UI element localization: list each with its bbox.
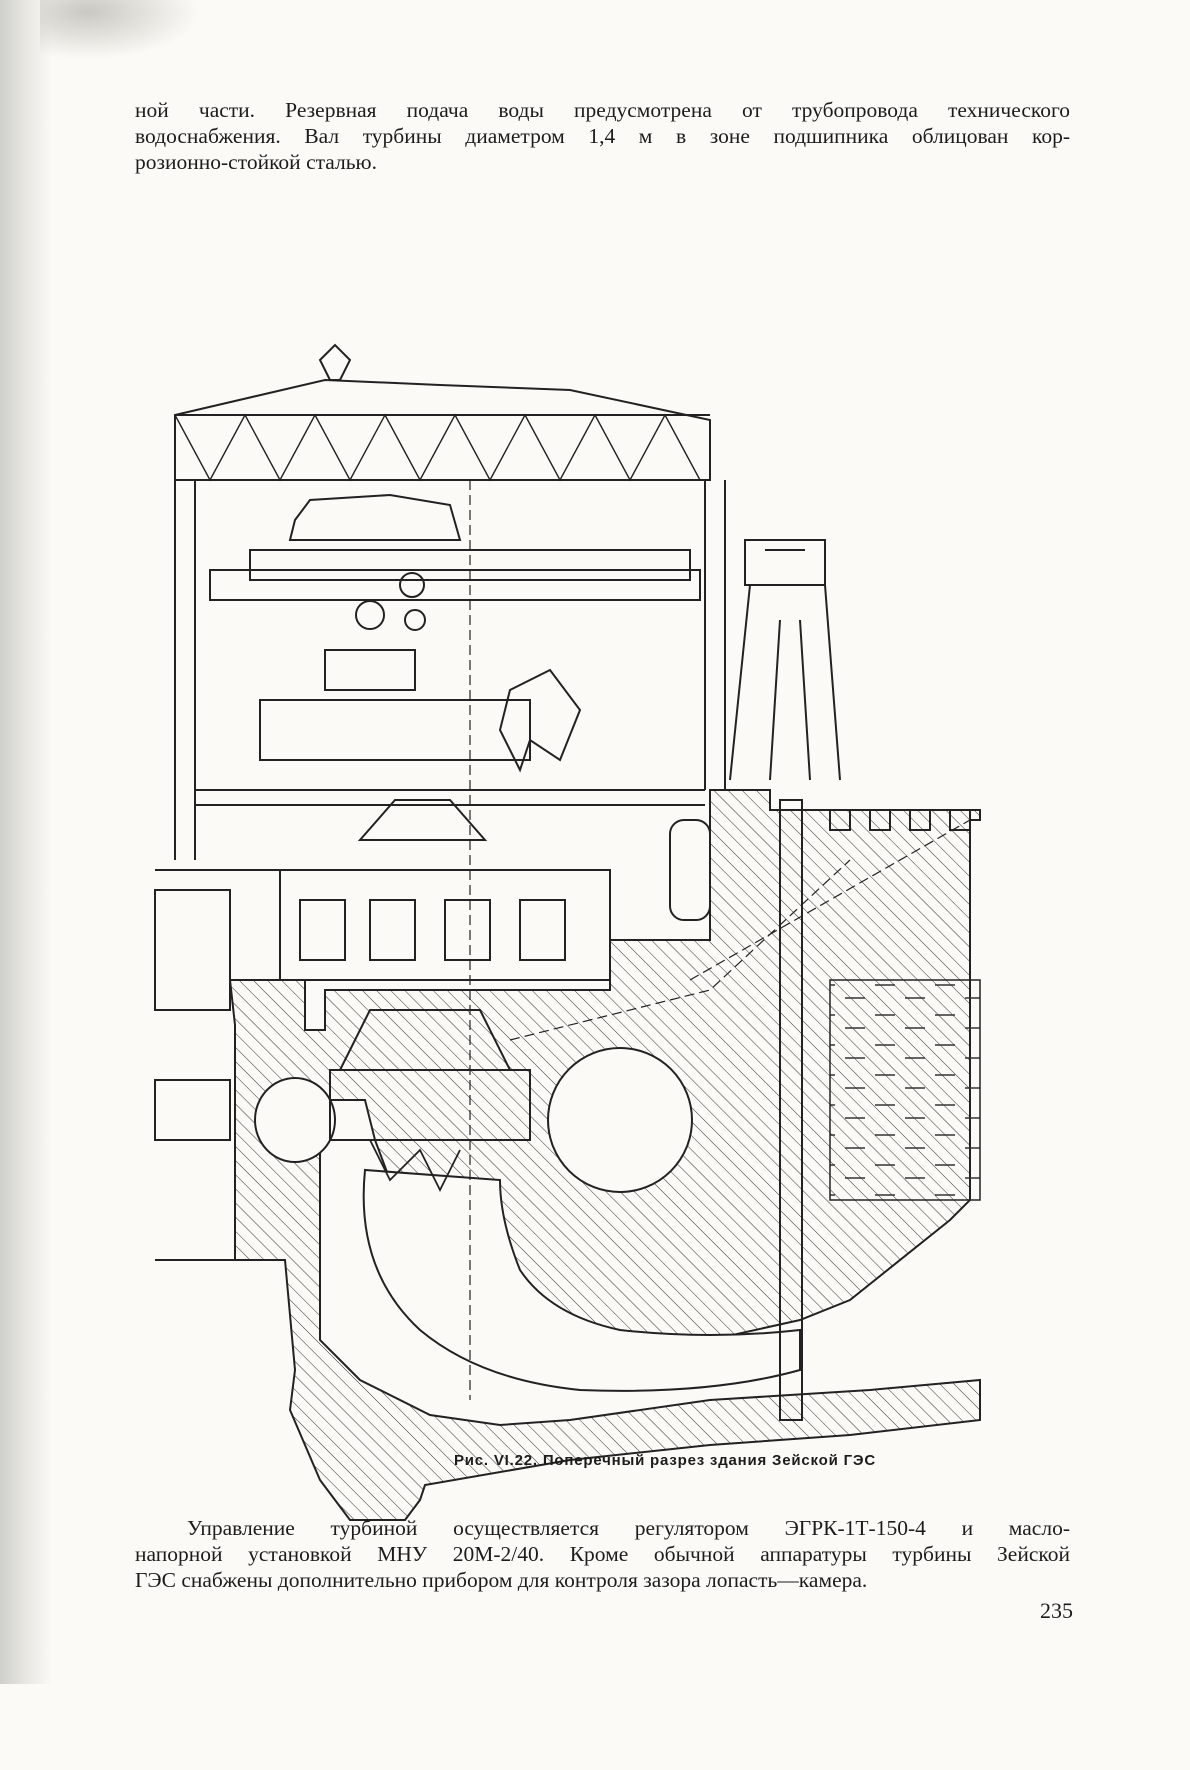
penstock-lines xyxy=(469,480,971,1400)
figure-caption-text: Рис. VI.22. Поперечный разрез здания Зей… xyxy=(453,1452,877,1469)
left-annex xyxy=(154,869,325,1141)
generator-and-runner xyxy=(279,668,611,1193)
bottom-paragraph: Управление турбиной осуществляется регул… xyxy=(135,1515,1070,1593)
scan-shadow-edge xyxy=(0,0,52,1684)
bottom-paragraph-line: напорной установкой МНУ 20М-2/40. Кроме … xyxy=(135,1542,1070,1566)
top-paragraph-line: ной части. Резервная подача воды предусм… xyxy=(135,98,1070,122)
cross-section-drawing xyxy=(154,343,981,1521)
bottom-paragraph-line: Управление турбиной осуществляется регул… xyxy=(187,1516,1070,1540)
spiral-casing xyxy=(254,1047,693,1193)
building-frame xyxy=(174,343,726,860)
page-number: 235 xyxy=(1040,1598,1073,1623)
draft-tube xyxy=(362,1168,801,1392)
intake-gate-structure xyxy=(669,539,971,1421)
figure-caption: Рис. VI.22. Поперечный разрез здания Зей… xyxy=(0,1452,1190,1469)
headwater-reservoir xyxy=(829,979,981,1201)
scan-shadow-corner xyxy=(40,0,200,60)
top-paragraph-line: водоснабжения. Вал турбины диаметром 1,4… xyxy=(135,124,1070,148)
top-paragraph-line: розионно-стойкой сталью. xyxy=(135,150,377,174)
bottom-paragraph-line: ГЭС снабжены дополнительно прибором для … xyxy=(135,1568,868,1592)
top-paragraph: ной части. Резервная подача воды предусм… xyxy=(135,97,1070,175)
